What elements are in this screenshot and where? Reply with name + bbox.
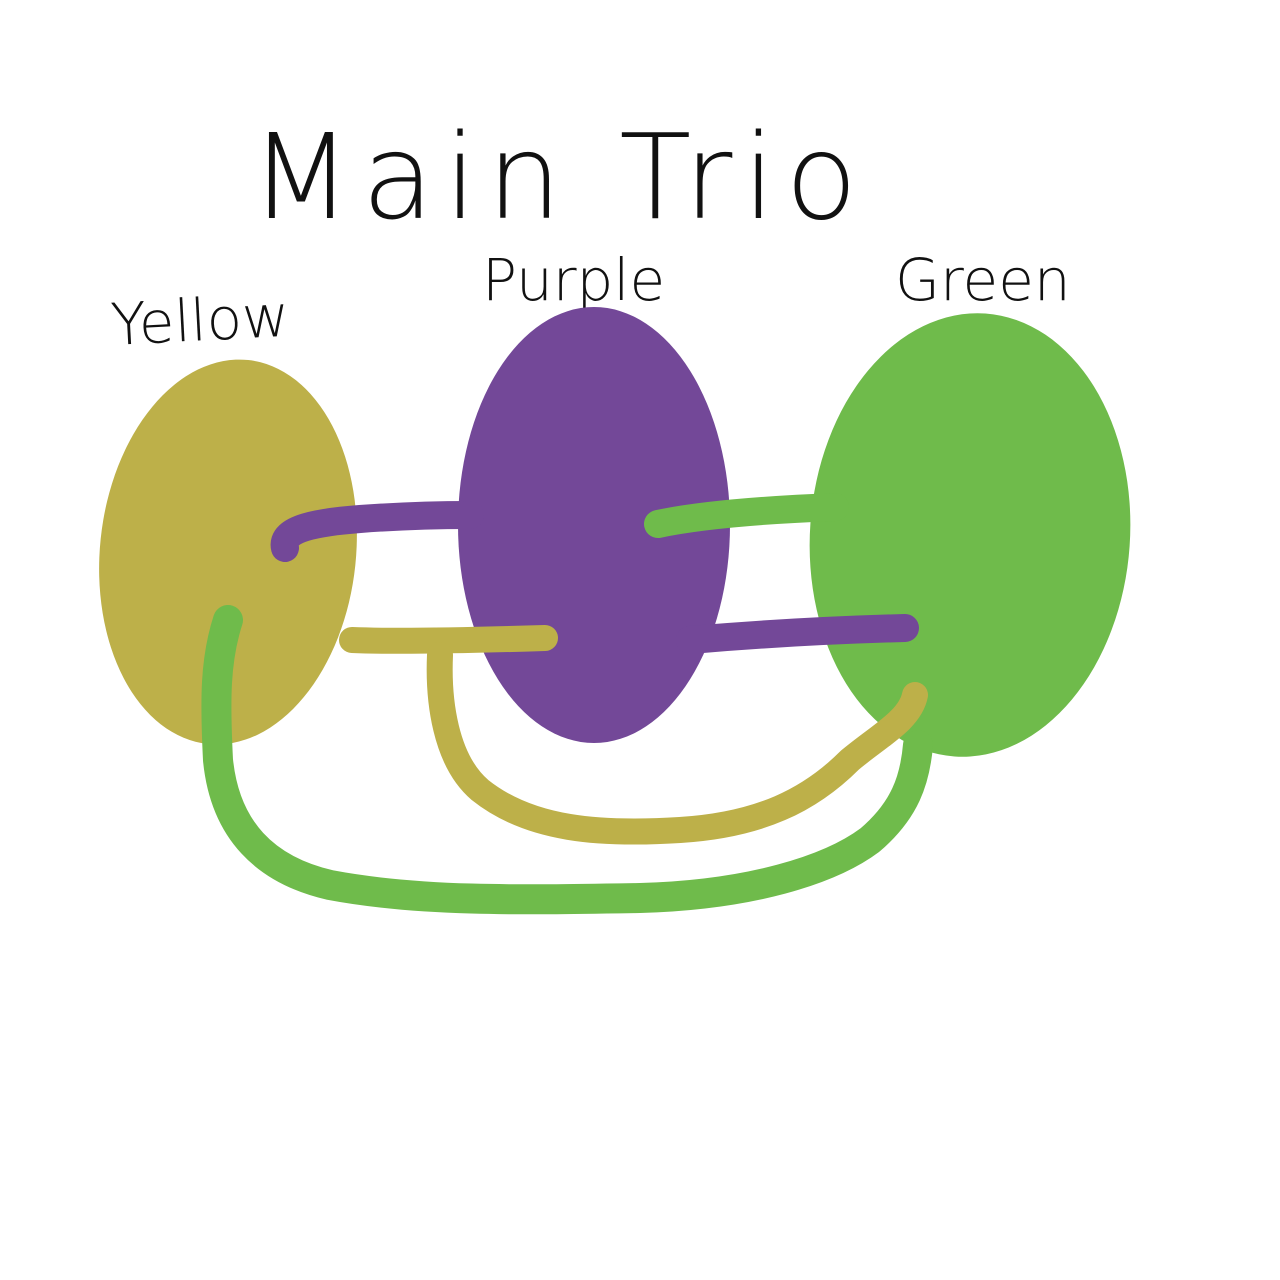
green-node: [809, 313, 1131, 757]
connection-yellow-to-purple: [339, 625, 558, 654]
diagram-title: Main Trio: [250, 108, 867, 246]
green-label: Green: [895, 246, 1071, 314]
yellow-node: [99, 359, 357, 745]
connection-green-to-purple: [644, 493, 849, 538]
connection-purple-to-green: [676, 614, 919, 654]
connection-green-to-yellow: [201, 605, 933, 915]
connection-yellow-to-green: [426, 642, 928, 845]
connection-purple-to-yellow: [270, 501, 484, 562]
yellow-label: Yellow: [109, 282, 291, 359]
purple-label: Purple: [482, 246, 665, 314]
